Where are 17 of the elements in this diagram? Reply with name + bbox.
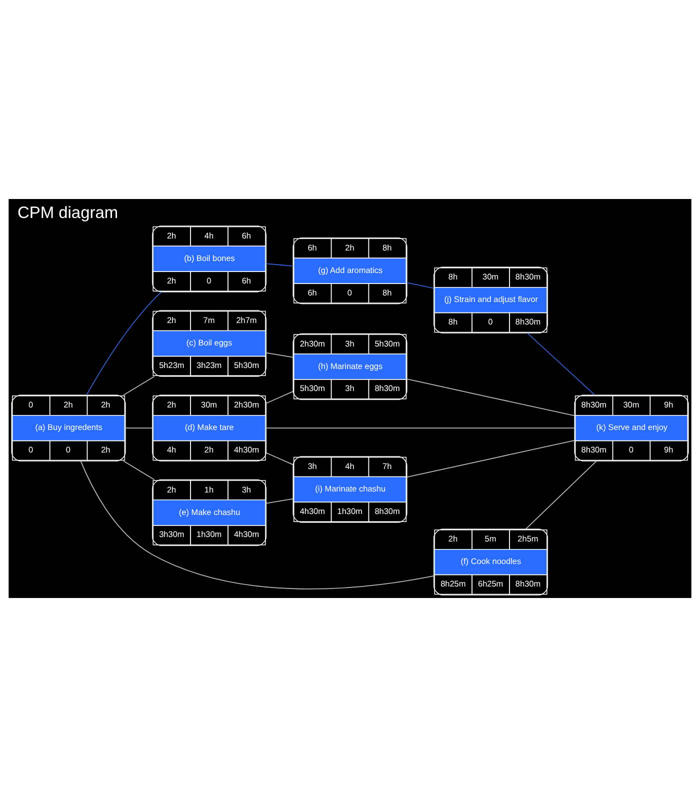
connector	[123, 460, 155, 480]
connector	[266, 390, 294, 404]
connector	[406, 282, 434, 288]
connector	[525, 460, 597, 529]
connector	[80, 460, 434, 589]
connector	[266, 262, 294, 266]
connector	[86, 291, 162, 395]
connector	[125, 427, 153, 428]
diagram-title: CPM diagram	[17, 204, 118, 222]
connector	[266, 498, 294, 504]
connector	[406, 439, 575, 478]
connector	[266, 427, 575, 428]
connector	[526, 332, 596, 395]
connector	[266, 352, 294, 358]
connector	[123, 376, 155, 396]
connector	[406, 378, 575, 416]
connector	[266, 452, 294, 465]
